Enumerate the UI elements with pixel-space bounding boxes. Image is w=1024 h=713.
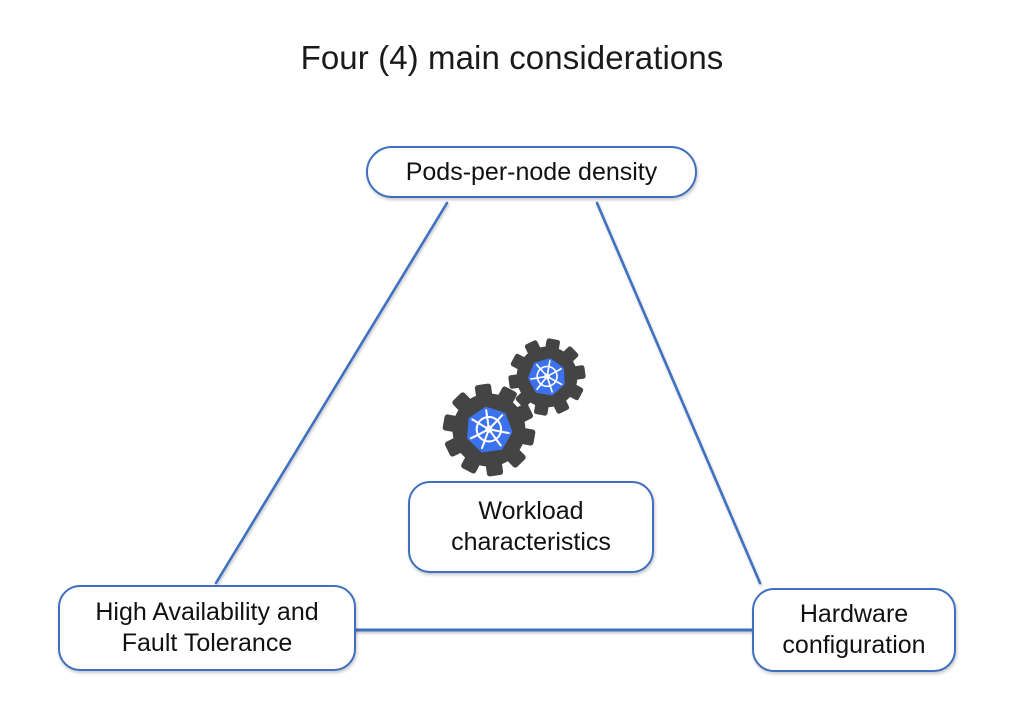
connector-pods-to-ha xyxy=(214,201,449,585)
node-high-availability[interactable]: High Availability and Fault Tolerance xyxy=(58,585,356,671)
page-title: Four (4) main considerations xyxy=(300,39,724,76)
connector-pods-to-hardware xyxy=(595,201,762,585)
node-pods-per-node-density[interactable]: Pods-per-node density xyxy=(366,146,697,198)
node-hardware-configuration[interactable]: Hardware configuration xyxy=(752,588,956,672)
kubernetes-gears-icon xyxy=(436,332,592,480)
node-pods-label: Pods-per-node density xyxy=(405,157,658,186)
node-ha-label: High Availability and Fault Tolerance xyxy=(95,598,319,657)
node-workload-characteristics[interactable]: Workload characteristics xyxy=(408,481,654,573)
node-hardware-label: Hardware configuration xyxy=(782,600,926,659)
node-workload-label: Workload characteristics xyxy=(451,497,611,556)
